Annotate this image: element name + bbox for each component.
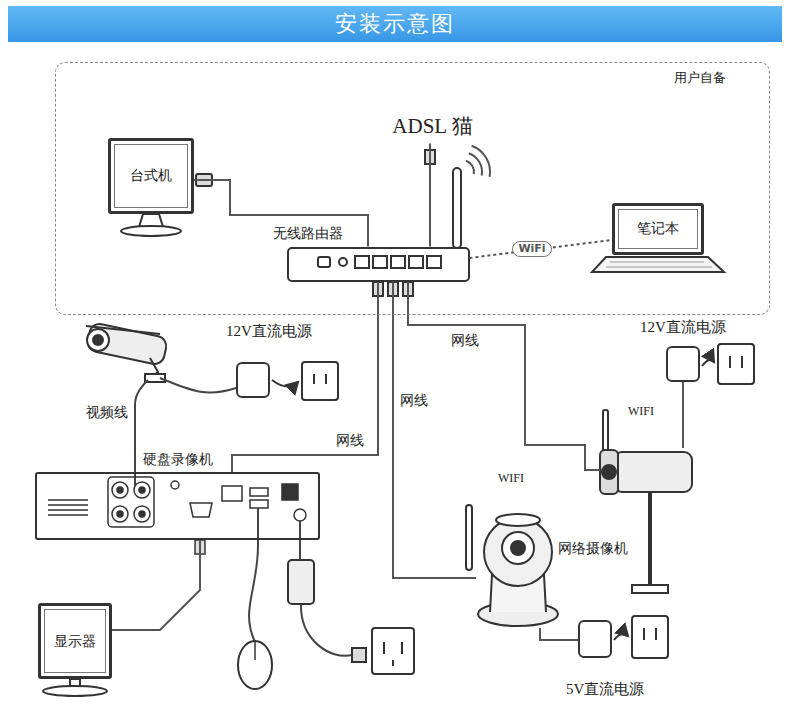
wall-outlet [302, 362, 338, 400]
laptop-keyboard [592, 257, 724, 272]
node-label: 5V直流电源 [566, 680, 644, 698]
node-label: 12V直流电源 [640, 318, 726, 336]
ptz-camera: WIFI网络摄像机 [476, 495, 560, 628]
lan-port [409, 256, 423, 268]
monitor-base [43, 686, 107, 696]
plug-arrow [272, 380, 298, 387]
node-label: 台式机 [130, 167, 172, 184]
user-supplied-region: 用户自备 ADSL 猫台式机无线路由器 笔记本 [55, 62, 770, 315]
cable-label: 视频线 [86, 404, 128, 421]
outlet-slots [730, 356, 742, 368]
wall-outlet [718, 344, 754, 384]
node-label: 用户自备 [674, 70, 726, 86]
wireless-router: 无线路由器 [287, 247, 470, 282]
keyboard-lines [606, 262, 712, 267]
wifi-waves [466, 146, 490, 177]
title-text: 安装示意图 [335, 9, 455, 39]
power-adapter: 12V直流电源 [666, 346, 700, 382]
power-adapter: 12V直流电源 [236, 362, 270, 398]
outlet-slots [644, 628, 656, 640]
wan-port [427, 256, 441, 268]
cable-connector [540, 628, 578, 640]
power-brick [288, 560, 314, 604]
node-label: 12V直流电源 [226, 322, 312, 340]
node-label: WIFI [628, 404, 654, 418]
edge-label: 网线 [449, 332, 481, 349]
outlet-slots [384, 642, 402, 666]
cable-connector [112, 540, 200, 630]
cable-connector [470, 240, 612, 258]
power-adapter: 5V直流电源 [578, 620, 612, 658]
edge-label: 网线 [334, 432, 366, 449]
bullet-camera: WIFI [600, 448, 692, 500]
reset-button [339, 258, 347, 266]
dvr-panel [48, 477, 306, 554]
power-plug [352, 648, 366, 662]
plug-arrow [614, 634, 628, 640]
wifi-logo: WiFi [512, 241, 551, 256]
mouse [238, 641, 272, 689]
outlet-slots [314, 374, 326, 384]
desktop-monitor: 台式机 [108, 138, 194, 214]
wall-outlet [372, 628, 414, 674]
node-label: 网络摄像机 [558, 540, 628, 557]
node-label: ADSL 猫 [392, 114, 472, 139]
laptop-screen: 笔记本 [612, 203, 704, 255]
wall-outlet [632, 616, 668, 658]
mouse-cable [249, 508, 258, 642]
cable-connector [408, 282, 600, 471]
camera-cable [135, 378, 236, 486]
lan-port [373, 256, 387, 268]
ptz-camera-drawing [466, 505, 558, 626]
analog-camera [86, 322, 168, 382]
node-label: 硬盘录像机 [143, 451, 213, 468]
cable-connector [194, 180, 369, 247]
node-label: WIFI [498, 471, 524, 485]
node-label: 笔记本 [637, 220, 679, 237]
mouse-button-line [254, 641, 256, 660]
node-label: 显示器 [54, 633, 96, 650]
display-monitor: 显示器 [38, 603, 112, 679]
router-antenna [453, 168, 461, 248]
power-jack [318, 257, 330, 267]
cable-connector [232, 282, 378, 473]
node-label: 无线路由器 [273, 225, 343, 242]
plug-arrow [702, 360, 714, 366]
cable-connector [682, 382, 684, 448]
adsl-modem: ADSL 猫 [378, 110, 488, 144]
bullet-camera-drawing [600, 410, 692, 593]
title-band: 安装示意图 [8, 6, 782, 42]
cable-connector [429, 144, 431, 247]
monitor-base [121, 226, 181, 236]
lan-port [391, 256, 405, 268]
edge-label: 网线 [398, 392, 430, 409]
dvr-box: 硬盘录像机 [35, 472, 320, 540]
lan-port [355, 256, 369, 268]
